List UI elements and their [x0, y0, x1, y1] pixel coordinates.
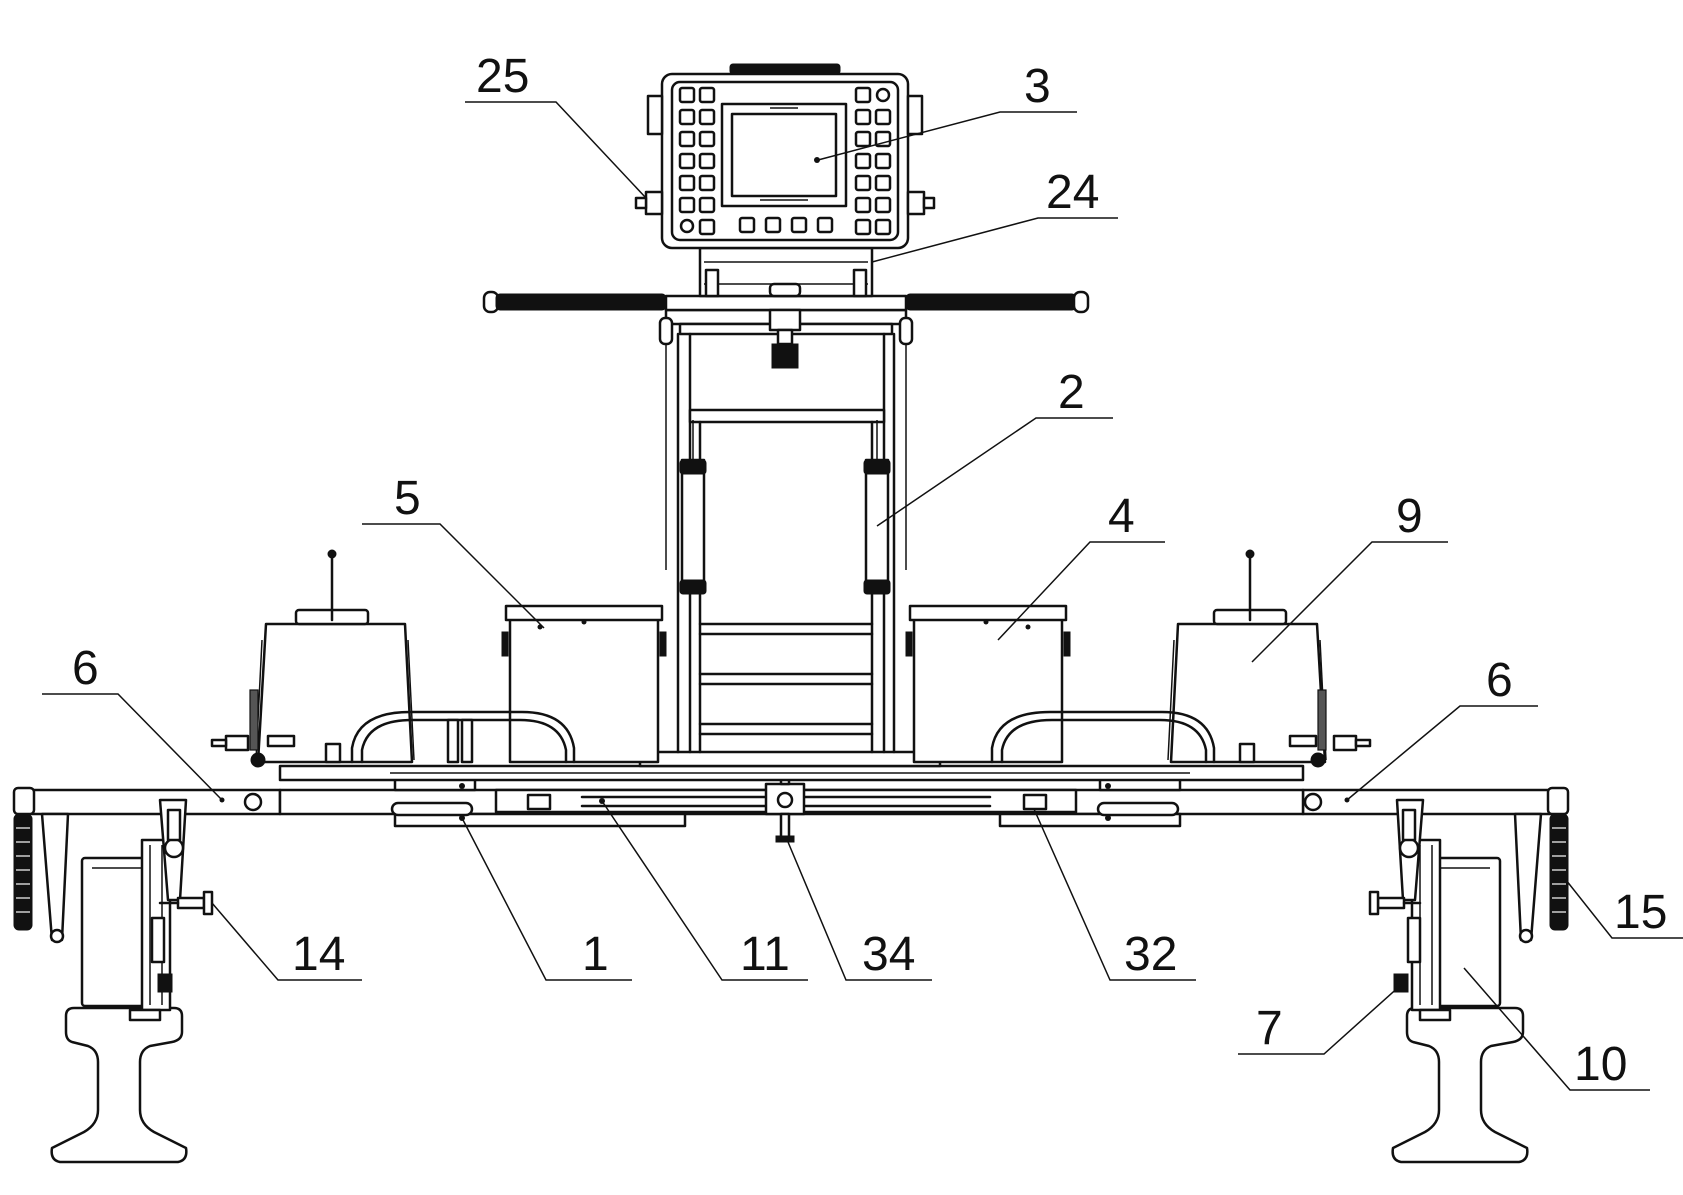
callout-5: 5 — [394, 472, 421, 525]
mount-bracket — [698, 246, 874, 298]
tank-inner-left-5 — [501, 604, 667, 764]
leader-2 — [876, 417, 1113, 527]
leader-1 — [461, 817, 632, 981]
callout-7: 7 — [1256, 1002, 1283, 1055]
clamp-right — [1368, 890, 1422, 964]
leader-11 — [601, 800, 808, 981]
gas-spring-left — [679, 420, 707, 595]
tank-inner-right-4 — [905, 604, 1071, 764]
gas-spring-right — [863, 420, 891, 595]
leader-24 — [871, 217, 1118, 263]
leader-34 — [787, 841, 932, 981]
end-handle-right — [1546, 786, 1570, 931]
callout-2: 2 — [1058, 366, 1085, 419]
tank-right-9-spring — [1317, 689, 1327, 751]
leader-25 — [465, 101, 647, 199]
callout-6-left: 6 — [72, 642, 99, 695]
callout-labels: 25 3 24 2 5 4 9 6 6 14 1 11 34 32 15 7 1… — [72, 50, 1667, 1091]
frame-end-right — [1301, 788, 1553, 944]
controller-keys — [678, 86, 892, 236]
callout-6-right: 6 — [1486, 654, 1513, 707]
end-handle-left — [12, 786, 36, 931]
hoop-handle-right — [990, 710, 1216, 764]
callout-32: 32 — [1124, 928, 1177, 981]
callout-34: 34 — [862, 928, 915, 981]
leader-6b — [1346, 705, 1538, 801]
leader-14 — [211, 902, 362, 981]
callout-1: 1 — [582, 928, 609, 981]
callout-10: 10 — [1574, 1038, 1627, 1091]
frame-end-left — [30, 788, 282, 944]
callout-3: 3 — [1024, 60, 1051, 113]
grip-left — [482, 290, 667, 314]
base-platform — [278, 750, 1305, 782]
callout-9: 9 — [1396, 490, 1423, 543]
leader-32 — [1033, 808, 1196, 981]
leader-lines — [42, 101, 1683, 1091]
callout-4: 4 — [1108, 490, 1135, 543]
tank-right-9 — [1167, 549, 1372, 768]
controller-unit — [634, 63, 936, 250]
clamp-left — [150, 890, 214, 964]
hoop-handle-left — [350, 710, 576, 764]
tank-left-9-spring — [249, 689, 259, 751]
callout-25: 25 — [476, 50, 529, 103]
callout-11: 11 — [740, 928, 790, 981]
leader-6a — [42, 693, 223, 801]
leader-15 — [1565, 879, 1683, 939]
leader-4 — [997, 541, 1165, 641]
callout-15: 15 — [1614, 886, 1667, 939]
rail-right — [1391, 1006, 1529, 1164]
controller-screen — [720, 102, 848, 208]
leader-10 — [1463, 967, 1650, 1091]
tank-left-9 — [210, 549, 415, 768]
top-crossbar — [664, 294, 908, 369]
leader-5 — [362, 523, 545, 629]
rail-left — [50, 1006, 188, 1164]
callout-14: 14 — [292, 928, 345, 981]
leader-7 — [1238, 983, 1403, 1055]
grip-right — [905, 290, 1090, 314]
leader-3 — [817, 111, 1077, 161]
leader-9 — [1251, 541, 1448, 663]
wheel-housing-right — [1393, 838, 1502, 1022]
callout-24: 24 — [1046, 166, 1099, 219]
